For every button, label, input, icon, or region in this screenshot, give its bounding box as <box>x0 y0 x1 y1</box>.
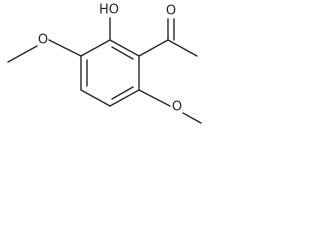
acetyl-bond-to-ring <box>138 39 169 57</box>
right-methoxy-oxygen-label: O <box>172 100 182 115</box>
hydroxyl-label: HO <box>99 3 119 18</box>
left-methoxy-oxygen-label: O <box>38 33 48 48</box>
carbonyl-oxygen-label: O <box>166 4 176 19</box>
left-methoxy-bond-to-ring <box>48 39 82 57</box>
right-methoxy-methyl-bond <box>182 112 202 124</box>
left-methoxy-methyl-bond <box>7 45 38 63</box>
ring-double-bond-inner-1 <box>111 46 134 60</box>
ring-bond-4 <box>80 89 111 107</box>
chemical-structure: HO O O O <box>7 3 202 124</box>
right-methoxy-bond-to-ring <box>138 89 171 107</box>
benzene-ring <box>80 39 140 107</box>
ring-double-bond-inner-2 <box>111 86 134 100</box>
acetyl-methyl-bond <box>167 39 198 57</box>
ring-bond-6 <box>80 39 111 57</box>
ring-bond-1 <box>109 39 140 57</box>
ring-bond-3 <box>109 89 140 107</box>
